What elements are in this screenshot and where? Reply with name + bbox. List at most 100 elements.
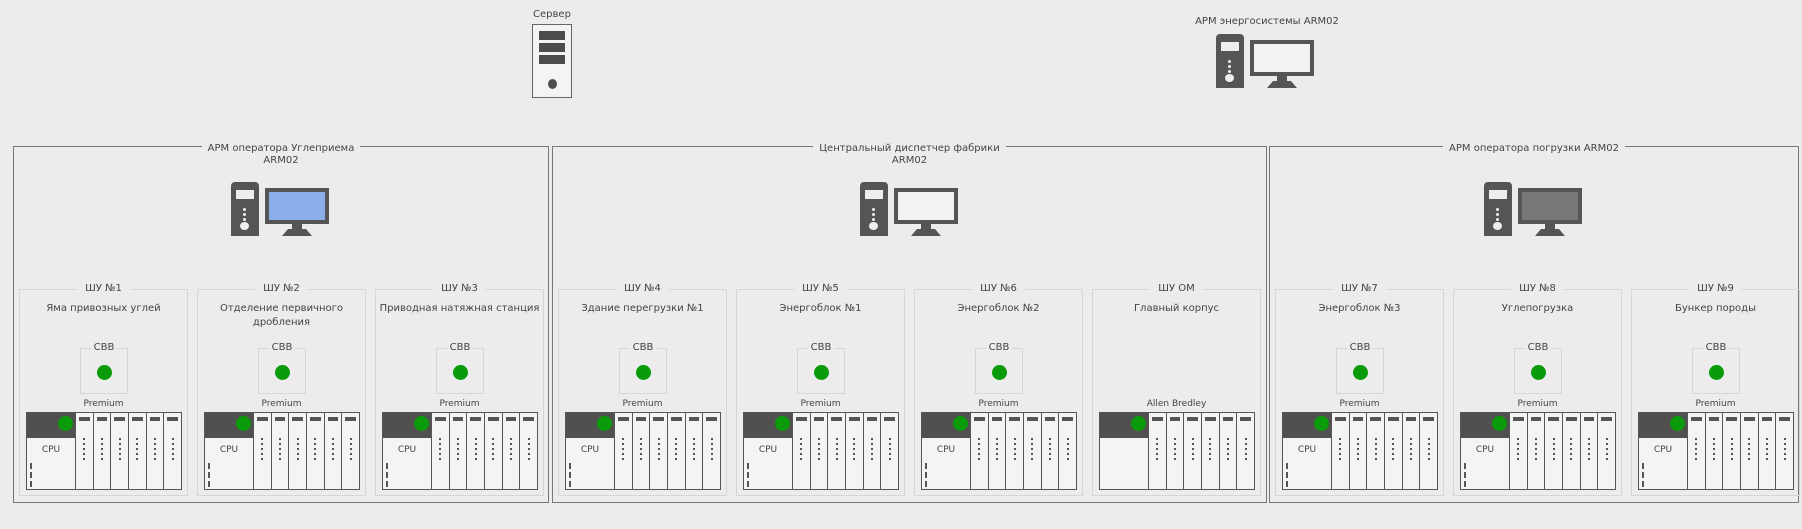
cbb-box[interactable]: СВВ xyxy=(619,342,667,394)
io-module[interactable] xyxy=(828,413,846,489)
workstation-icon[interactable] xyxy=(1484,182,1584,236)
cbb-box[interactable]: СВВ xyxy=(436,342,484,394)
io-module[interactable] xyxy=(1059,413,1077,489)
cpu-module[interactable]: CPU xyxy=(27,413,75,489)
io-module[interactable] xyxy=(271,413,289,489)
io-module[interactable] xyxy=(615,413,632,489)
cpu-module[interactable]: CPU xyxy=(922,413,970,489)
io-module[interactable] xyxy=(1776,413,1794,489)
io-module[interactable] xyxy=(632,413,650,489)
io-module[interactable] xyxy=(1332,413,1349,489)
io-module[interactable] xyxy=(342,413,360,489)
io-module[interactable] xyxy=(1202,413,1219,489)
plc-rack[interactable]: CPU xyxy=(1460,412,1616,490)
cbb-box[interactable]: СВВ xyxy=(80,342,128,394)
io-module[interactable] xyxy=(650,413,668,489)
io-module[interactable] xyxy=(1237,413,1255,489)
io-module[interactable] xyxy=(1402,413,1420,489)
io-module[interactable] xyxy=(1580,413,1598,489)
io-module[interactable] xyxy=(324,413,342,489)
cpu-module[interactable]: CPU xyxy=(566,413,614,489)
io-module[interactable] xyxy=(1041,413,1059,489)
io-module[interactable] xyxy=(1367,413,1385,489)
io-module[interactable] xyxy=(76,413,93,489)
io-module[interactable] xyxy=(1349,413,1367,489)
io-module[interactable] xyxy=(846,413,863,489)
io-module[interactable] xyxy=(810,413,828,489)
io-module[interactable] xyxy=(164,413,182,489)
io-module[interactable] xyxy=(289,413,307,489)
io-module[interactable] xyxy=(1758,413,1776,489)
server-icon[interactable] xyxy=(532,24,572,98)
cpu-module[interactable]: CPU xyxy=(383,413,431,489)
io-module[interactable] xyxy=(1723,413,1741,489)
io-module[interactable] xyxy=(449,413,467,489)
io-module[interactable] xyxy=(467,413,485,489)
plc-rack[interactable]: CPU xyxy=(26,412,182,490)
io-module[interactable] xyxy=(1705,413,1723,489)
cbb-box[interactable]: СВВ xyxy=(1692,342,1740,394)
io-module[interactable] xyxy=(129,413,146,489)
plc-rack[interactable] xyxy=(1099,412,1255,490)
io-module[interactable] xyxy=(485,413,502,489)
io-module[interactable] xyxy=(685,413,703,489)
cpu-module[interactable]: CPU xyxy=(744,413,792,489)
cbb-box[interactable]: СВВ xyxy=(258,342,306,394)
io-module[interactable] xyxy=(1527,413,1545,489)
cpu-module[interactable]: CPU xyxy=(1639,413,1687,489)
io-module[interactable] xyxy=(254,413,271,489)
io-module[interactable] xyxy=(668,413,685,489)
plc-rack[interactable]: CPU xyxy=(565,412,721,490)
workstation-icon[interactable] xyxy=(859,182,960,236)
plc-rack[interactable]: CPU xyxy=(382,412,538,490)
io-module[interactable] xyxy=(1420,413,1438,489)
plc-rack[interactable]: CPU xyxy=(743,412,899,490)
io-module[interactable] xyxy=(988,413,1006,489)
io-module[interactable] xyxy=(307,413,324,489)
io-module[interactable] xyxy=(793,413,810,489)
io-module[interactable] xyxy=(146,413,164,489)
io-module[interactable] xyxy=(1166,413,1184,489)
io-module[interactable] xyxy=(1184,413,1202,489)
io-module[interactable] xyxy=(93,413,111,489)
io-module[interactable] xyxy=(703,413,721,489)
workstation-icon[interactable] xyxy=(231,182,331,236)
workstation-icon[interactable] xyxy=(1216,34,1316,88)
cpu-module[interactable]: CPU xyxy=(205,413,253,489)
io-module[interactable] xyxy=(432,413,449,489)
io-module[interactable] xyxy=(881,413,899,489)
io-module[interactable] xyxy=(863,413,881,489)
cpu-module[interactable]: CPU xyxy=(1283,413,1331,489)
io-module[interactable] xyxy=(1598,413,1616,489)
io-module[interactable] xyxy=(1385,413,1402,489)
plc-rack[interactable]: CPU xyxy=(1282,412,1438,490)
cpu-module[interactable]: CPU xyxy=(1461,413,1509,489)
io-module[interactable] xyxy=(1563,413,1580,489)
io-module[interactable] xyxy=(111,413,129,489)
plc-rack[interactable]: CPU xyxy=(204,412,360,490)
io-module[interactable] xyxy=(1149,413,1166,489)
plc-rack[interactable]: CPU xyxy=(921,412,1077,490)
plc-rack[interactable]: CPU xyxy=(1638,412,1794,490)
cbb-box[interactable]: СВВ xyxy=(797,342,845,394)
io-module[interactable] xyxy=(1024,413,1041,489)
io-module[interactable] xyxy=(1006,413,1024,489)
io-module[interactable] xyxy=(502,413,520,489)
cbb-box[interactable]: СВВ xyxy=(1336,342,1384,394)
io-module[interactable] xyxy=(1510,413,1527,489)
io-module[interactable] xyxy=(1219,413,1237,489)
io-module[interactable] xyxy=(1545,413,1563,489)
cbb-box[interactable]: СВВ xyxy=(975,342,1023,394)
cpu-module[interactable] xyxy=(1100,413,1148,489)
io-module[interactable] xyxy=(1688,413,1705,489)
